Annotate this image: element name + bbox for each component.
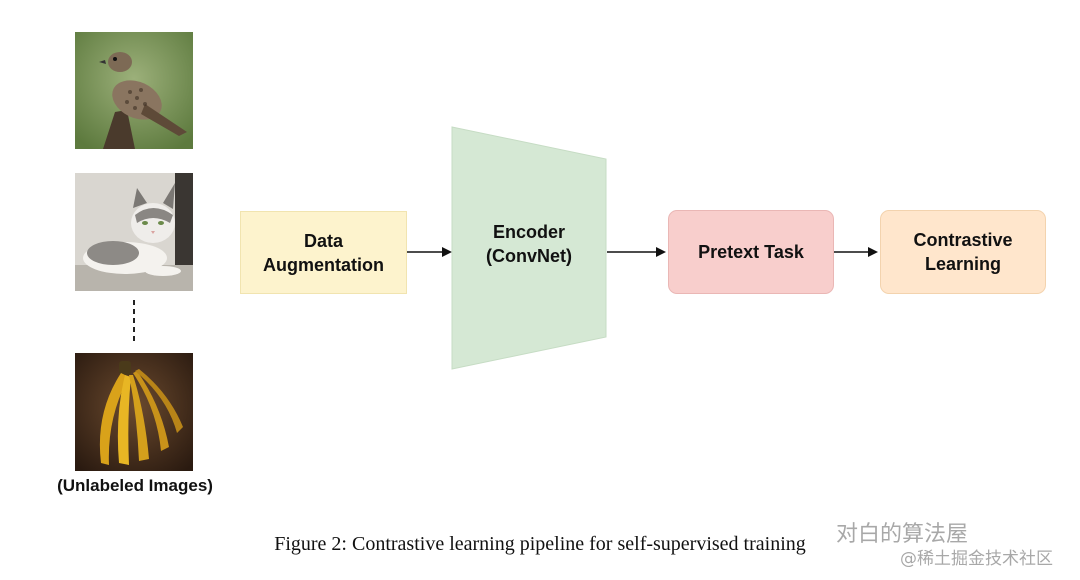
unlabeled-images-label: (Unlabeled Images) bbox=[57, 476, 213, 495]
pretext-task-node: Pretext Task bbox=[668, 210, 834, 294]
data-augmentation-label: Data Augmentation bbox=[263, 230, 384, 275]
data-augmentation-node: Data Augmentation bbox=[240, 211, 407, 294]
arrow-pretext-to-contrastive bbox=[833, 247, 878, 257]
ellipsis-dashed-line bbox=[133, 300, 135, 344]
encoder-label: Encoder (ConvNet) bbox=[486, 222, 572, 266]
figure-caption: Figure 2: Contrastive learning pipeline … bbox=[274, 533, 806, 555]
encoder-node: Encoder (ConvNet) bbox=[450, 126, 608, 370]
contrastive-learning-label: Contrastive Learning bbox=[913, 230, 1013, 274]
banana-image bbox=[75, 353, 193, 471]
bird-image bbox=[75, 32, 193, 149]
contrastive-learning-node: Contrastive Learning bbox=[880, 210, 1046, 294]
watermark-title: 对白的算法屋 bbox=[836, 522, 969, 547]
arrow-encoder-to-pretext bbox=[607, 247, 666, 257]
watermark-source: @稀土掘金技术社区 bbox=[900, 549, 1053, 569]
pretext-task-label: Pretext Task bbox=[698, 242, 804, 262]
cat-image bbox=[75, 173, 193, 291]
arrow-augmentation-to-encoder bbox=[405, 247, 452, 257]
